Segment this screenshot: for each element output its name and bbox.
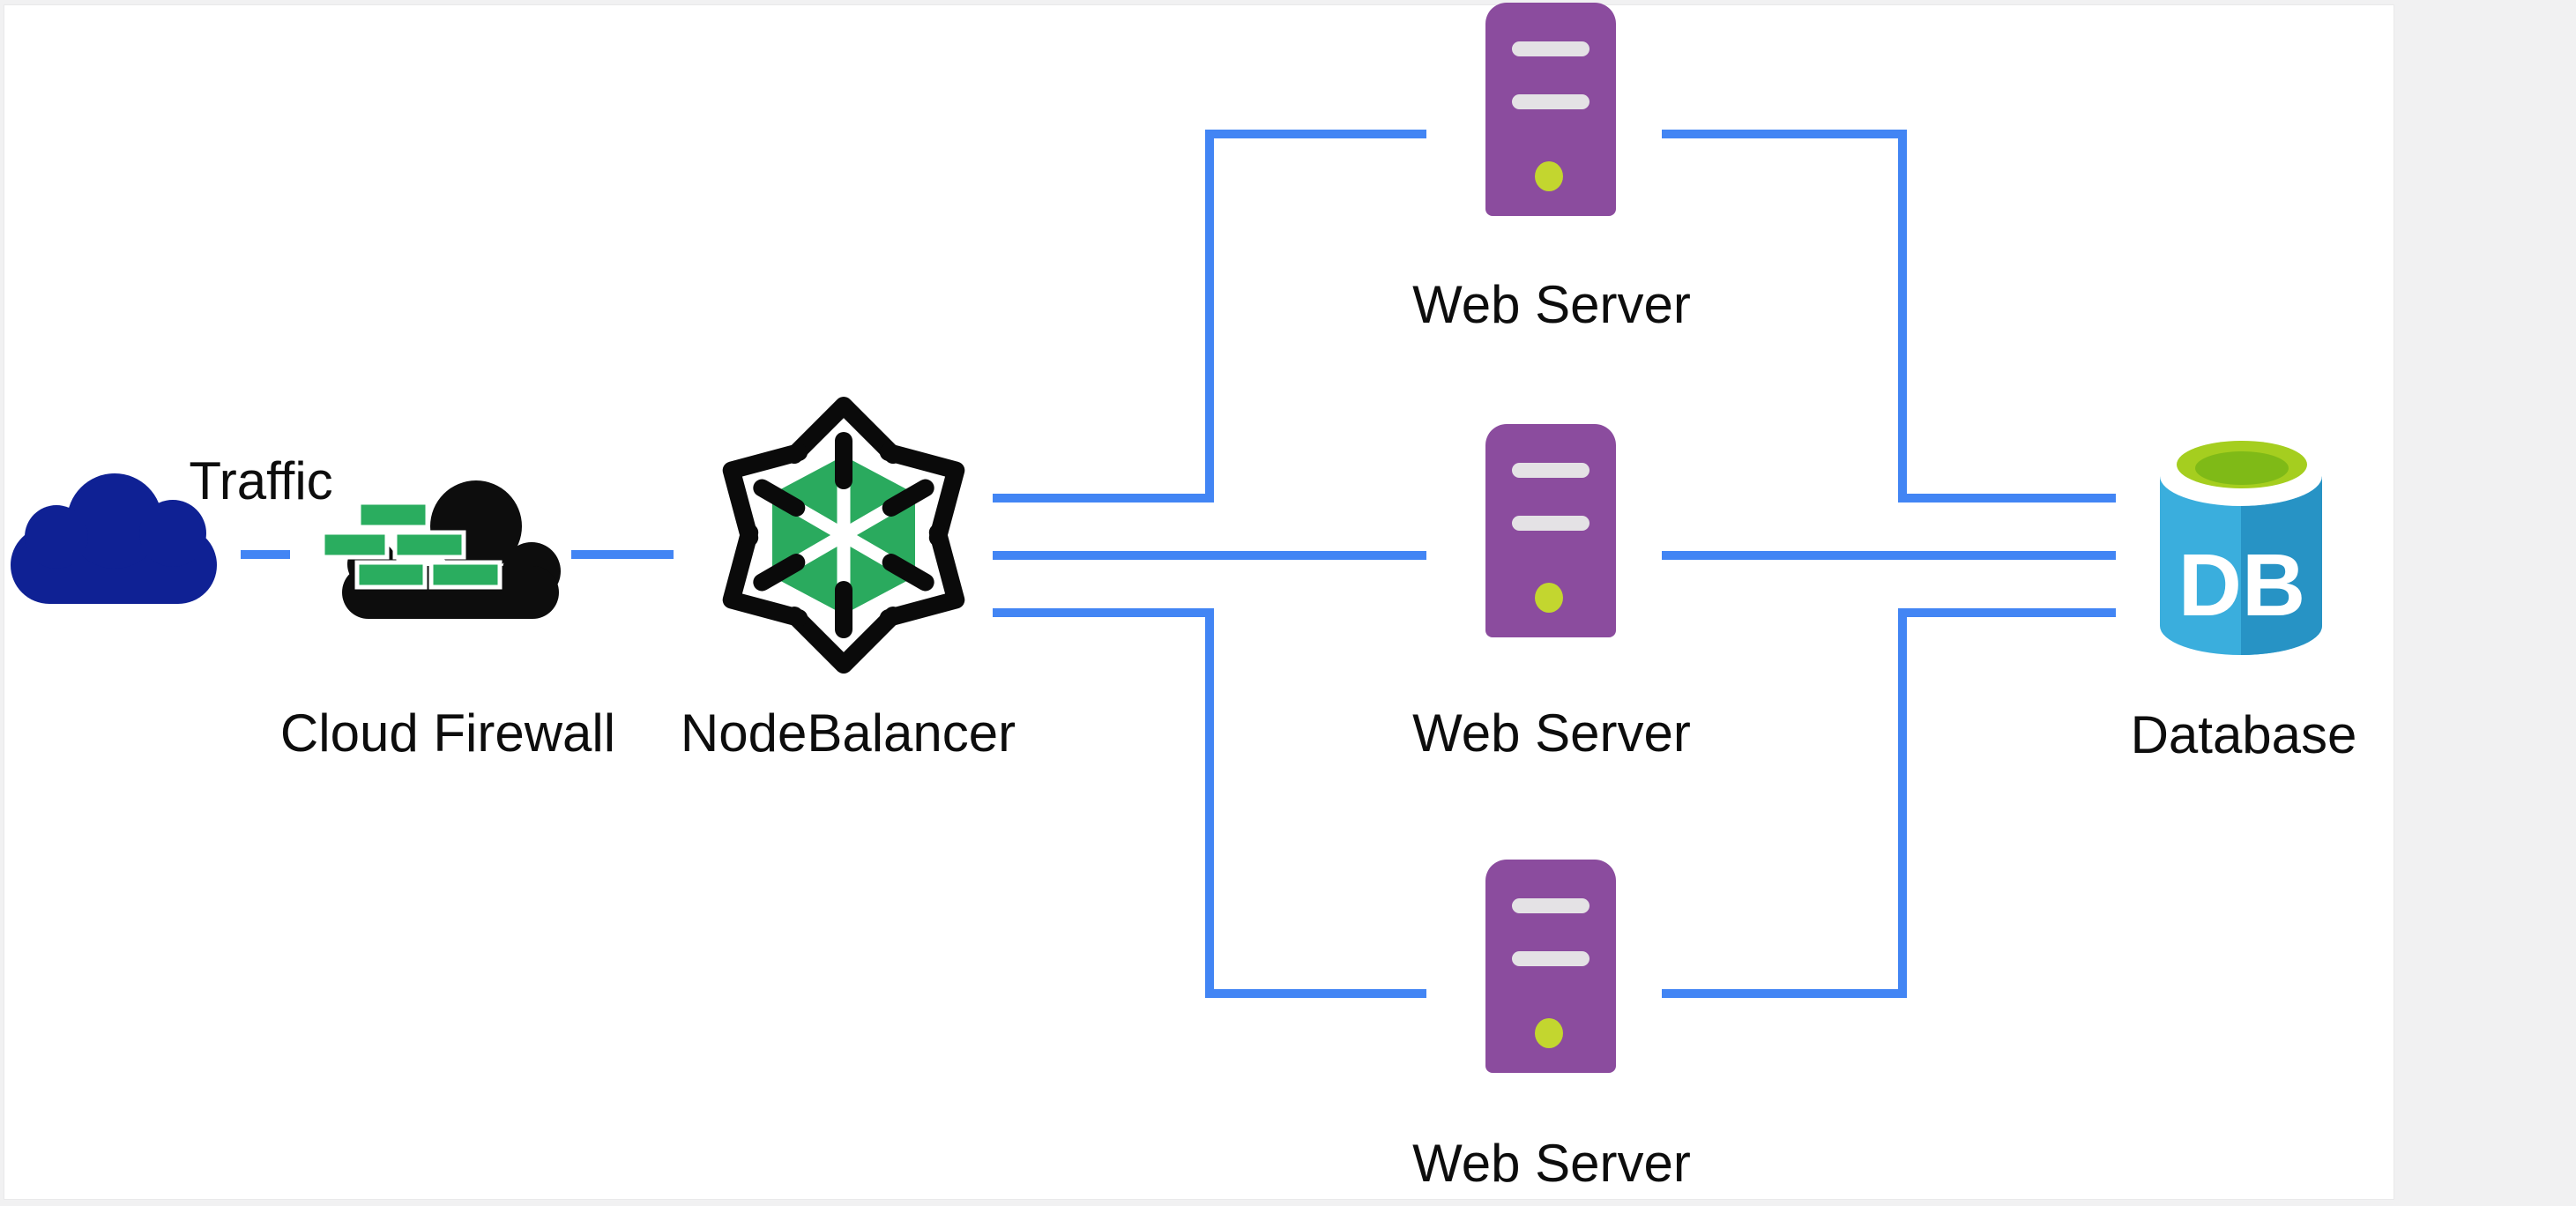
nodebalancer-label: NodeBalancer <box>680 704 1016 763</box>
cloud-firewall-icon <box>317 476 564 626</box>
nodebalancer-icon <box>720 397 967 679</box>
server-led <box>1535 583 1563 613</box>
traffic-cloud-icon <box>9 473 219 606</box>
server-led <box>1535 161 1563 191</box>
traffic-label: Traffic <box>189 451 333 510</box>
web-server-icon-bottom <box>1485 860 1616 1073</box>
database-top-inner <box>2195 451 2289 485</box>
firewall-bricks <box>320 500 503 590</box>
web-server-icon-middle <box>1485 424 1616 637</box>
nodebalancer-arrows <box>722 397 965 674</box>
server-slots <box>1512 41 1590 109</box>
edge-nodebalancer-to-web-server-bottom <box>993 608 1426 998</box>
cloud-firewall-label: Cloud Firewall <box>279 704 616 763</box>
web-server-icon-top <box>1485 3 1616 216</box>
db-badge: DB <box>2178 536 2305 635</box>
server-slots <box>1512 463 1590 531</box>
edge-nodebalancer-to-web-server-top <box>993 130 1426 502</box>
server-slots <box>1512 898 1590 966</box>
web-server-middle-label: Web Server <box>1412 704 1691 763</box>
web-server-bottom-label: Web Server <box>1412 1134 1691 1193</box>
database-icon: DB <box>2160 441 2322 656</box>
web-server-top-label: Web Server <box>1412 275 1691 334</box>
server-led <box>1535 1018 1563 1048</box>
edge-web-server-bottom-to-database <box>1662 608 2116 998</box>
database-label: Database <box>2130 705 2357 764</box>
edge-web-server-top-to-database <box>1662 130 2116 502</box>
